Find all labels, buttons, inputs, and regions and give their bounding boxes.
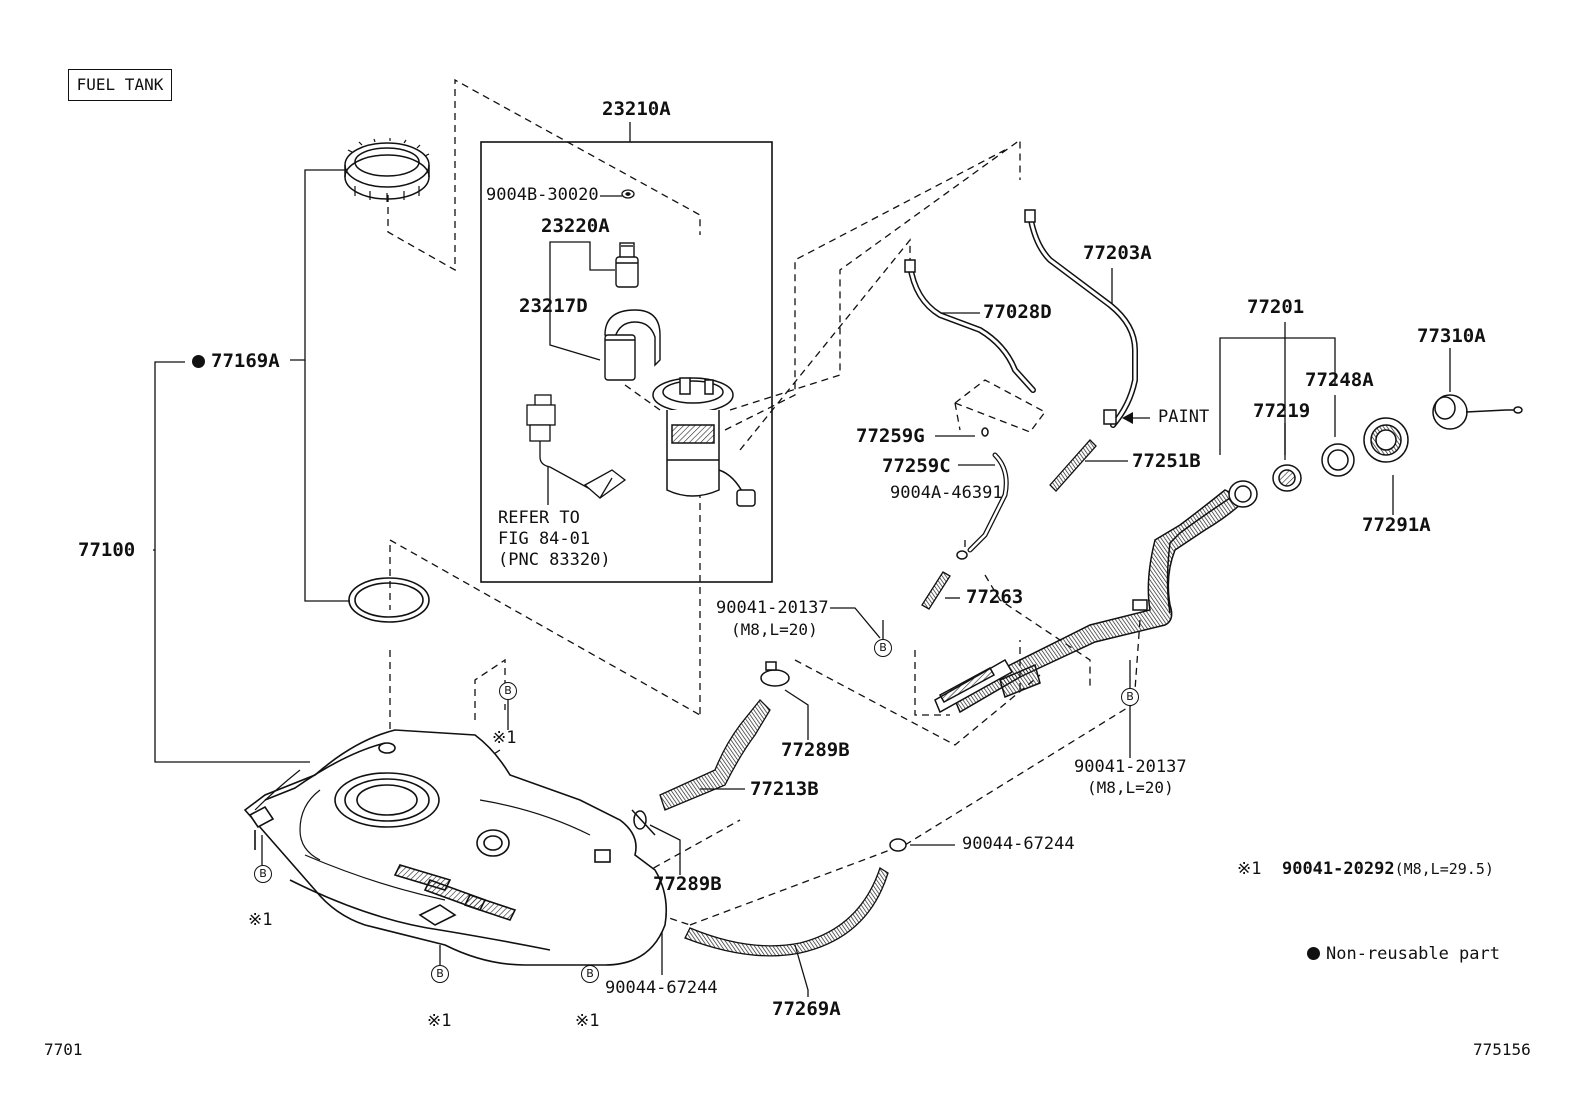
part-label-77291A[interactable]: 77291A — [1362, 514, 1431, 536]
bolt-note-mark: ※1 — [492, 728, 517, 748]
part-label-77028D[interactable]: 77028D — [983, 301, 1052, 323]
part-label-77213B[interactable]: 77213B — [750, 778, 819, 800]
part-label-77169A[interactable]: 77169A — [192, 352, 280, 371]
bolt-marker-b: B — [499, 682, 517, 700]
bolt-note-mark: ※1 — [575, 1011, 600, 1031]
part-label-77219[interactable]: 77219 — [1253, 400, 1311, 422]
figure-number: 7701 — [44, 1040, 83, 1059]
hose-icons — [660, 439, 1097, 956]
bolt-marker-b: B — [874, 639, 892, 657]
fuel-tube-icons — [904, 209, 1135, 550]
part-label-77269A[interactable]: 77269A — [772, 998, 841, 1020]
part-label-90044-67244-a[interactable]: 90044-67244 — [605, 978, 718, 998]
legend: Non-reusable part — [1307, 946, 1500, 963]
part-label-77203A[interactable]: 77203A — [1083, 242, 1152, 264]
refer-note-line1: REFER TO — [498, 508, 580, 528]
part-label-77259G[interactable]: 77259G — [856, 425, 925, 447]
part-label-77201[interactable]: 77201 — [1247, 296, 1305, 318]
leader-lines — [153, 122, 1450, 997]
fuel-sender-icon — [526, 394, 627, 499]
bolt-note-mark: ※1 — [248, 910, 273, 930]
gasket-ring-icon — [348, 577, 430, 623]
filler-rings-icon — [1272, 417, 1409, 492]
non-reusable-dot-icon — [192, 355, 205, 368]
part-label-23220A[interactable]: 23220A — [541, 215, 610, 237]
part-label-77263[interactable]: 77263 — [966, 586, 1024, 608]
spec-label-a: (M8,L=20) — [731, 620, 818, 639]
bolt-marker-b: B — [581, 965, 599, 983]
refer-note-line2: FIG 84-01 — [498, 529, 591, 549]
part-label-9004B-30020[interactable]: 9004B-30020 — [486, 185, 599, 205]
paint-note: PAINT — [1158, 407, 1210, 427]
pump-assembly-frame — [480, 141, 773, 583]
fuel-pump-icon — [615, 242, 639, 288]
fuel-tank-icon — [245, 730, 666, 965]
lock-ring-icon — [344, 138, 430, 202]
part-label-77259C[interactable]: 77259C — [882, 455, 951, 477]
fuel-cap-icon — [1432, 394, 1523, 430]
pump-body-icon — [652, 377, 756, 507]
part-label-23210A[interactable]: 23210A — [602, 98, 671, 120]
part-label-9004A-46391[interactable]: 9004A-46391 — [890, 483, 1003, 503]
bolt-marker-b: B — [254, 865, 272, 883]
part-label-77100[interactable]: 77100 — [78, 539, 136, 561]
part-label-23217D[interactable]: 23217D — [519, 295, 588, 317]
part-label-90041-20137-b[interactable]: 90041-20137 — [1074, 757, 1187, 777]
filler-pipe-icon — [934, 480, 1258, 712]
part-label-90044-67244-b[interactable]: 90044-67244 — [962, 834, 1075, 854]
non-reusable-dot-icon — [1307, 947, 1320, 960]
part-label-77251B[interactable]: 77251B — [1132, 450, 1201, 472]
bolt-marker-b: B — [1121, 688, 1139, 706]
part-label-77248A[interactable]: 77248A — [1305, 369, 1374, 391]
clip-icon — [621, 189, 635, 199]
illustration-number: 775156 — [1473, 1040, 1531, 1059]
bolt-marker-b: B — [431, 965, 449, 983]
figure-title: FUEL TANK — [68, 69, 172, 101]
part-label-77310A[interactable]: 77310A — [1417, 325, 1486, 347]
footnote: ※1 90041-20292(M8,L=29.5) — [1237, 859, 1494, 879]
refer-note-line3: (PNC 83320) — [498, 550, 611, 570]
bolt-note-mark: ※1 — [427, 1011, 452, 1031]
spec-label-b: (M8,L=20) — [1087, 778, 1174, 797]
part-label-77289B-a[interactable]: 77289B — [781, 739, 850, 761]
part-label-77289B-b[interactable]: 77289B — [653, 873, 722, 895]
part-label-90041-20137-a[interactable]: 90041-20137 — [716, 598, 829, 618]
fuel-filter-icon — [605, 310, 660, 381]
